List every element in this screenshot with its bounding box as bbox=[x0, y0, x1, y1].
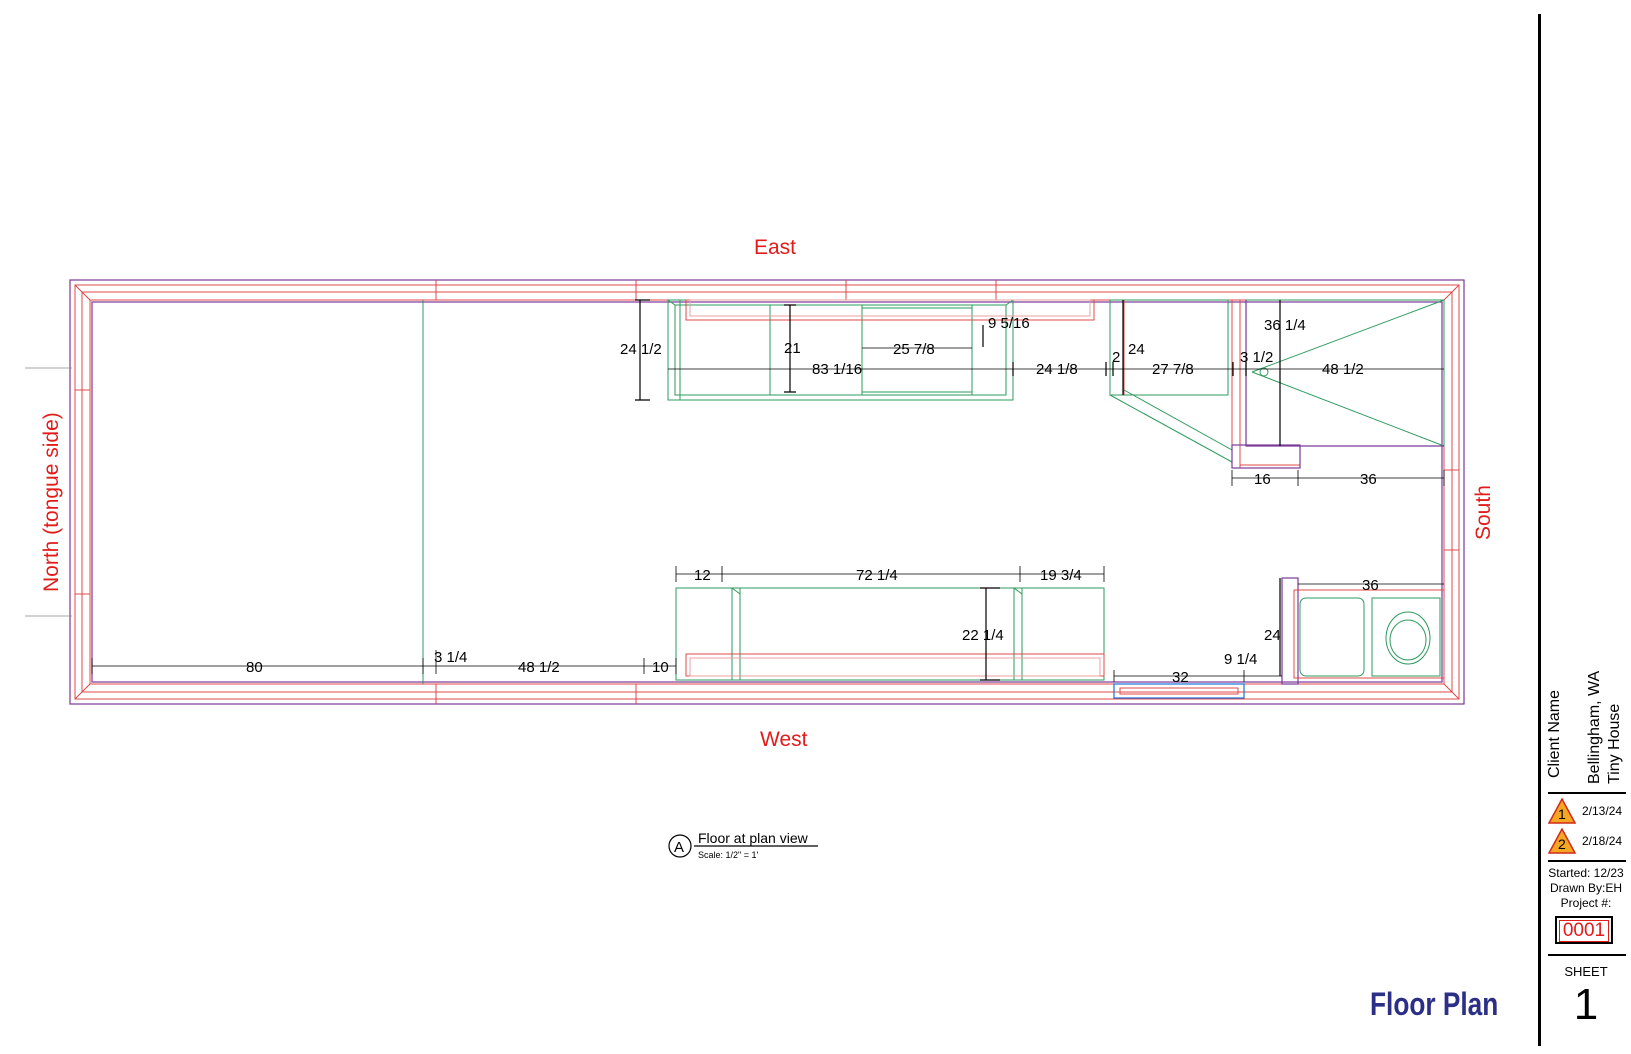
dim-21: 21 bbox=[784, 340, 801, 357]
dim-48-1-2-bottom: 48 1/2 bbox=[518, 659, 560, 676]
drawing-title: Floor Plan bbox=[1370, 986, 1499, 1022]
dim-3-1-2: 3 1/2 bbox=[1240, 349, 1273, 366]
dim-25-7-8: 25 7/8 bbox=[893, 341, 935, 358]
upper-counter bbox=[667, 299, 1095, 401]
revision-triangle-icon bbox=[1548, 828, 1576, 854]
bathroom-partition bbox=[1109, 299, 1301, 469]
dim-24-upper: 24 bbox=[1128, 341, 1145, 358]
title-block-divider bbox=[1548, 860, 1626, 862]
dim-22-1-4: 22 1/4 bbox=[962, 627, 1004, 644]
dim-36-utility: 36 bbox=[1362, 577, 1379, 594]
project-name: Tiny House bbox=[1606, 703, 1623, 784]
dim-80: 80 bbox=[246, 659, 263, 676]
utility-area bbox=[1281, 577, 1445, 685]
dim-9-1-4: 9 1/4 bbox=[1224, 651, 1257, 668]
view-marker: A bbox=[674, 839, 684, 856]
revision-date: 2/18/24 bbox=[1582, 834, 1623, 848]
revision-number: 2 bbox=[1558, 836, 1566, 852]
sheet-label: SHEET bbox=[1564, 964, 1608, 979]
dim-36-shower: 36 bbox=[1360, 471, 1377, 488]
dim-24-1-2: 24 1/2 bbox=[620, 341, 662, 358]
title-block-divider bbox=[1548, 792, 1626, 794]
dim-24-1-8: 24 1/8 bbox=[1036, 361, 1078, 378]
entry-door bbox=[1113, 683, 1245, 699]
floor-plan-drawing: 24 1/2 21 25 7/8 9 5/16 83 1/16 24 1/8 2… bbox=[25, 236, 1495, 860]
compass-east: East bbox=[754, 236, 796, 259]
dim-27-7-8: 27 7/8 bbox=[1152, 361, 1194, 378]
dim-3-1-4: 3 1/4 bbox=[434, 649, 467, 666]
view-scale: Scale: 1/2" = 1' bbox=[698, 850, 758, 860]
dim-2: 2 bbox=[1112, 349, 1120, 366]
dim-36-1-4: 36 1/4 bbox=[1264, 317, 1306, 334]
compass-south: South bbox=[1472, 485, 1495, 540]
dim-72-1-4: 72 1/4 bbox=[856, 567, 898, 584]
shower bbox=[1245, 299, 1445, 447]
sheet-number: 1 bbox=[1573, 980, 1599, 1029]
started-date: Started: 12/23 bbox=[1548, 866, 1624, 880]
dim-16: 16 bbox=[1254, 471, 1271, 488]
drawn-by: Drawn By:EH bbox=[1549, 881, 1623, 895]
revision-triangle-icon bbox=[1548, 798, 1576, 824]
client-name: Client Name bbox=[1546, 689, 1563, 778]
dim-10: 10 bbox=[652, 659, 669, 676]
project-location: Bellingham, WA bbox=[1586, 670, 1603, 784]
dim-24-utility: 24 bbox=[1264, 627, 1281, 644]
view-label: A Floor at plan view Scale: 1/2" = 1' bbox=[668, 830, 818, 860]
dimension-labels: 24 1/2 21 25 7/8 9 5/16 83 1/16 24 1/8 2… bbox=[246, 315, 1379, 686]
dim-12: 12 bbox=[694, 567, 711, 584]
dim-19-3-4: 19 3/4 bbox=[1040, 567, 1082, 584]
project-number: 0001 bbox=[1559, 920, 1609, 942]
lower-counter bbox=[675, 587, 1105, 681]
dimension-lines bbox=[91, 299, 1445, 682]
dim-83-1-16: 83 1/16 bbox=[812, 361, 862, 378]
revision-1: 1 2/13/24 bbox=[1548, 798, 1628, 824]
exterior-walls bbox=[25, 279, 1465, 705]
compass-north: North (tongue side) bbox=[40, 412, 63, 592]
dim-48-1-2-shower: 48 1/2 bbox=[1322, 361, 1364, 378]
compass-west: West bbox=[760, 728, 808, 751]
project-number-box: 0001 bbox=[1555, 916, 1613, 944]
revision-number: 1 bbox=[1558, 806, 1566, 822]
revision-date: 2/13/24 bbox=[1582, 804, 1623, 818]
title-block-rule bbox=[1538, 14, 1541, 1046]
revision-2: 2 2/18/24 bbox=[1548, 828, 1628, 854]
dim-32: 32 bbox=[1172, 669, 1189, 686]
project-label: Project #: bbox=[1560, 896, 1612, 910]
dim-9-5-16: 9 5/16 bbox=[988, 315, 1030, 332]
title-block-divider bbox=[1548, 954, 1626, 956]
view-title: Floor at plan view bbox=[698, 830, 809, 846]
